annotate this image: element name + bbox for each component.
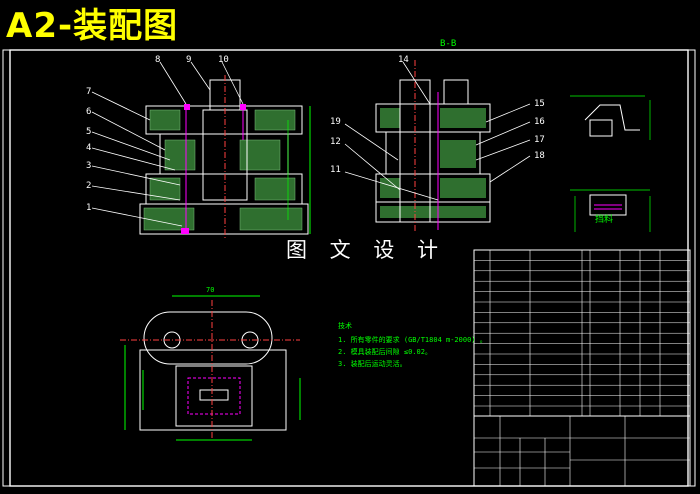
balloon-left: 2 — [86, 181, 91, 191]
balloon-right: 17 — [534, 135, 545, 145]
balloon-left: 8 — [155, 55, 160, 65]
drawing-title: A2-装配图 — [6, 6, 179, 46]
balloon-left: 9 — [186, 55, 191, 65]
section-label: B-B — [440, 39, 456, 49]
balloon-left: 7 — [86, 87, 91, 97]
balloon-left: 1 — [86, 203, 91, 213]
section-view-b — [375, 60, 491, 232]
balloon-left: 6 — [86, 107, 91, 117]
notes-line: 2. 模具装配后间隙 ≤0.02。 — [338, 347, 432, 356]
main-section-view — [139, 75, 311, 240]
title-block — [473, 415, 691, 487]
stopper-detail — [570, 95, 651, 232]
notes-line: 3. 装配后运动灵活。 — [338, 359, 407, 368]
balloon-right: 11 — [330, 165, 341, 175]
plan-view — [120, 295, 301, 441]
drawing-frame — [9, 49, 689, 487]
notes-line: 1. 所有零件的要求 (GB/T1804 m-2000) 。 — [338, 335, 487, 344]
detail-caption: 挡料 — [595, 213, 613, 225]
notes-heading: 技术 — [338, 321, 352, 330]
sheet-border — [2, 49, 696, 487]
balloon-right: 15 — [534, 99, 545, 109]
technical-notes: 技术 1. 所有零件的要求 (GB/T1804 m-2000) 。 2. 模具装… — [338, 321, 487, 368]
left-leaders — [91, 61, 244, 227]
balloon-left: 5 — [86, 127, 91, 137]
parts-list-rows — [474, 260, 690, 407]
balloon-left: 10 — [218, 55, 229, 65]
balloon-right: 18 — [534, 151, 545, 161]
balloon-right: 19 — [330, 117, 341, 127]
watermark-text: 图 文 设 计 — [286, 238, 447, 262]
balloon-left: 3 — [86, 161, 91, 171]
width-dimension: 70 — [206, 286, 214, 294]
balloon-left: 4 — [86, 143, 91, 153]
right-leaders — [344, 61, 531, 201]
balloon-right: 14 — [398, 55, 409, 65]
balloon-right: 16 — [534, 117, 545, 127]
balloon-right: 12 — [330, 137, 341, 147]
